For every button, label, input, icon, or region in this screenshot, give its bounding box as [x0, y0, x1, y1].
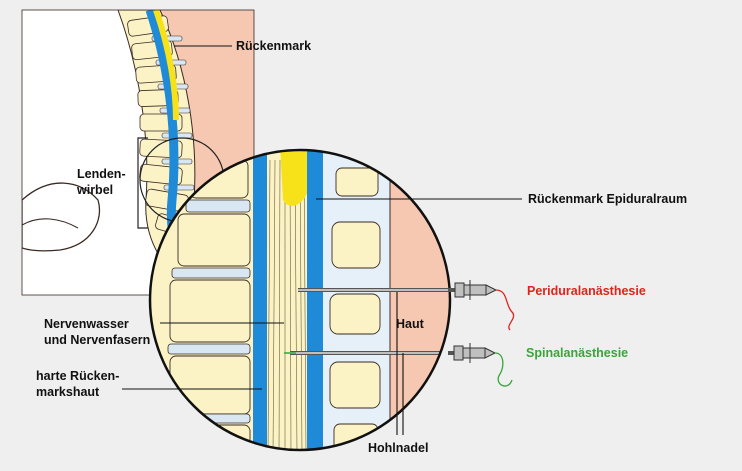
label-nervenwasser: Nervenwasser und Nervenfasern [44, 316, 150, 348]
label-rueckenmarkshaut: harte Rücken- markshaut [36, 368, 119, 400]
label-haut: Haut [396, 316, 424, 332]
peridural-needle [448, 280, 514, 330]
spinal-needle [448, 343, 512, 386]
label-lendenwirbel: Lenden- wirbel [77, 166, 126, 198]
label-epiduralraum: Rückenmark Epiduralraum [528, 191, 687, 207]
label-hohlnadel: Hohlnadel [368, 440, 428, 456]
label-rueckenmark: Rückenmark [236, 38, 311, 54]
label-periduralanaesthesie: Periduralanästhesie [527, 283, 646, 299]
label-spinalanaesthesie: Spinalanästhesie [526, 345, 628, 361]
